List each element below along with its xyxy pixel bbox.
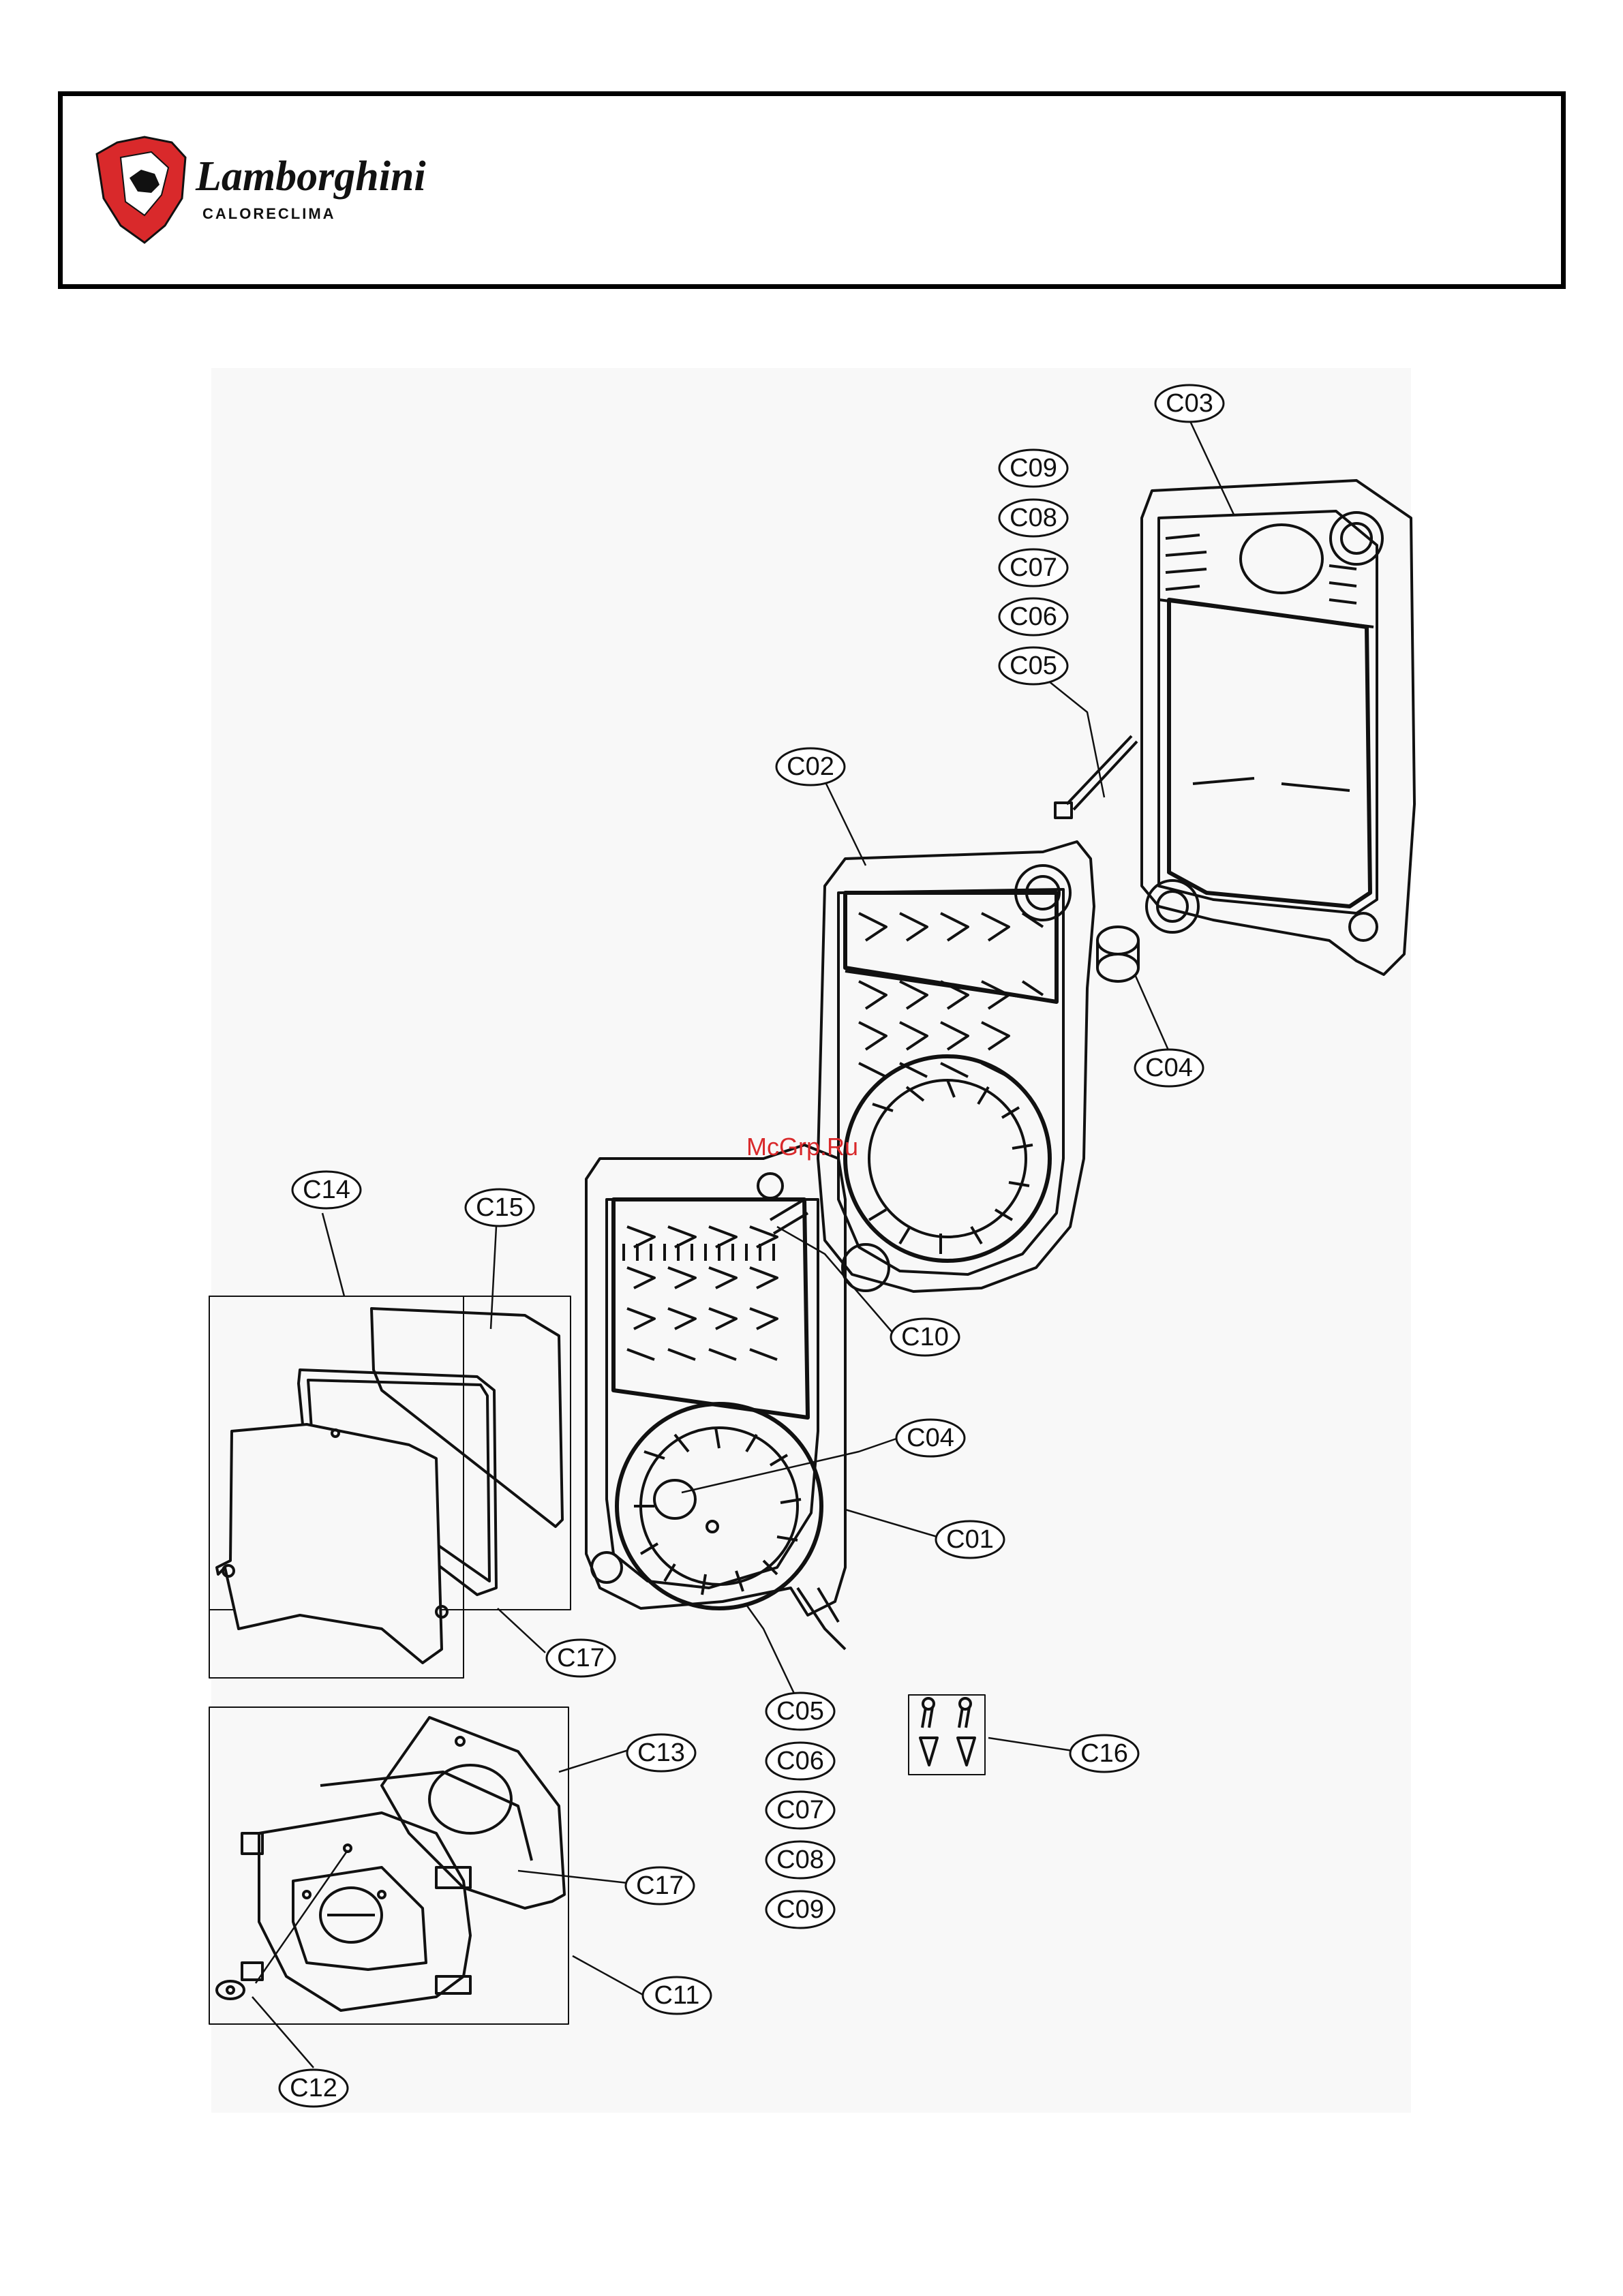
callout-c08-bottom: C08 bbox=[776, 1846, 824, 1874]
callout-c11: C11 bbox=[654, 1981, 700, 2010]
callout-c03: C03 bbox=[1166, 389, 1213, 418]
middle-casting-part bbox=[818, 842, 1094, 1291]
callout-c05-bottom: C05 bbox=[776, 1697, 824, 1726]
callout-c09-top: C09 bbox=[1010, 454, 1057, 483]
callout-c16: C16 bbox=[1080, 1739, 1128, 1768]
callout-c14: C14 bbox=[303, 1176, 350, 1204]
callout-c07-bottom: C07 bbox=[776, 1796, 824, 1824]
callout-c05-top: C05 bbox=[1010, 652, 1057, 680]
callout-c12: C12 bbox=[290, 2074, 337, 2102]
callout-c08-top: C08 bbox=[1010, 504, 1057, 532]
callout-c06-bottom: C06 bbox=[776, 1747, 824, 1775]
callout-c17-top: C17 bbox=[557, 1644, 605, 1672]
watermark-text: McGrp.Ru bbox=[746, 1133, 858, 1161]
callout-c15: C15 bbox=[476, 1193, 524, 1222]
callout-c17-bottom: C17 bbox=[636, 1871, 684, 1900]
callout-c01: C01 bbox=[946, 1525, 994, 1554]
sleeve-part bbox=[1097, 927, 1138, 981]
callout-c04-mid: C04 bbox=[907, 1424, 954, 1452]
screws-kit-group bbox=[909, 1695, 985, 1775]
rear-casting-part bbox=[1142, 480, 1414, 975]
callout-c02: C02 bbox=[787, 752, 834, 781]
long-bolt-part bbox=[1055, 736, 1137, 818]
callout-c06-top: C06 bbox=[1010, 602, 1057, 631]
callout-c13: C13 bbox=[637, 1739, 685, 1767]
callout-c10: C10 bbox=[901, 1323, 949, 1351]
burner-door-group bbox=[209, 1707, 568, 2024]
callout-c07-top: C07 bbox=[1010, 553, 1057, 582]
insulation-panels-group bbox=[209, 1296, 571, 1678]
callout-c09-bottom: C09 bbox=[776, 1895, 824, 1924]
callout-c04-top: C04 bbox=[1145, 1054, 1193, 1082]
front-casting-part bbox=[586, 1145, 845, 1649]
